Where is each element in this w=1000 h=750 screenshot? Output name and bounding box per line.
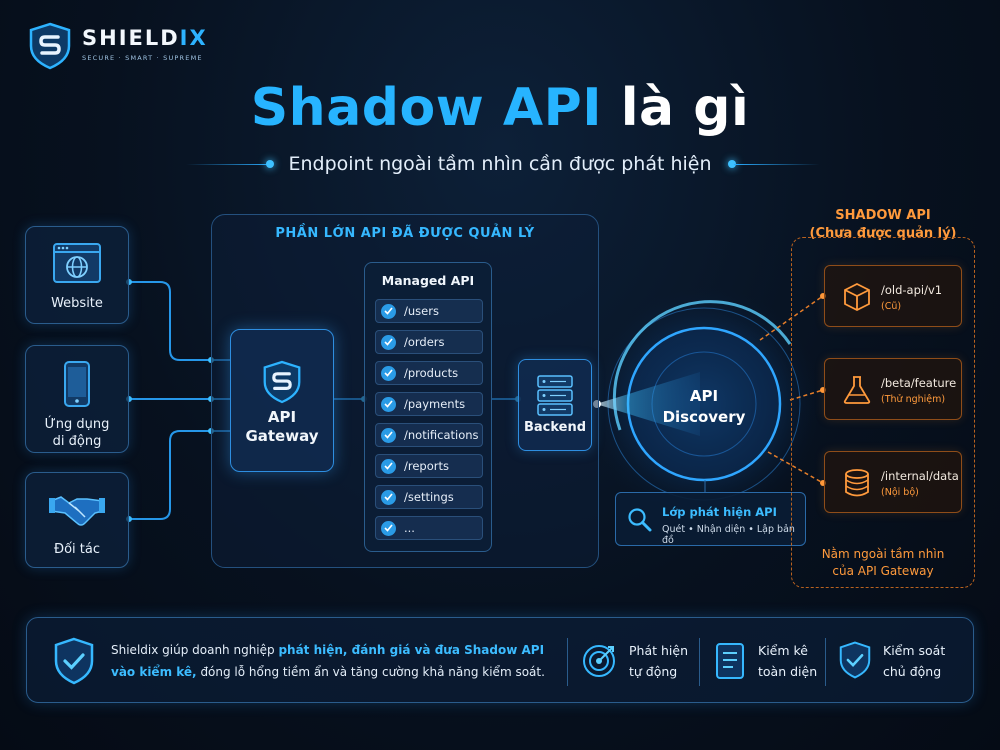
client-website: Website (25, 226, 129, 324)
discovery-beam (596, 372, 700, 436)
connector-shadow-3 (767, 451, 824, 484)
api-endpoint-item: /settings (375, 485, 483, 509)
summary-panel: Shieldix giúp doanh nghiệp phát hiện, đá… (26, 617, 974, 703)
shadow-api-area (791, 237, 975, 588)
browser-globe-icon (53, 243, 101, 283)
check-icon (381, 303, 396, 319)
shield-check-icon (54, 637, 94, 685)
check-icon (381, 458, 396, 474)
feature-full-inventory: Kiểm kê toàn diện (758, 643, 818, 679)
client-partner: Đối tác (25, 472, 129, 568)
server-icon (537, 375, 573, 416)
client-label: Ứng dụng (44, 417, 110, 432)
cube-icon (844, 282, 870, 312)
check-icon (381, 334, 396, 350)
page-title: Shadow API là gì (250, 78, 750, 138)
api-endpoint-item: /payments (375, 392, 483, 416)
backend-label: Backend (523, 420, 587, 435)
check-icon (381, 396, 396, 412)
mobile-phone-icon (64, 361, 90, 407)
gateway-label: Gateway (245, 427, 319, 445)
shadow-api-item: /internal/data (Nội bộ) (824, 451, 962, 513)
detection-layer-box: Lớp phát hiện API Quét • Nhận diện • Lập… (615, 492, 806, 546)
detection-subtitle: Quét • Nhận diện • Lập bản đồ (662, 524, 795, 546)
client-mobile: Ứng dụng di động (25, 345, 129, 453)
divider (699, 638, 700, 686)
subtitle-dot-right (728, 160, 736, 168)
subtitle-line-right (734, 164, 820, 165)
client-label: Đối tác (54, 542, 100, 557)
shadow-api-item: /old-api/v1 (Cũ) (824, 265, 962, 327)
gateway-label: API (267, 408, 297, 426)
api-endpoint-item: /reports (375, 454, 483, 478)
api-endpoint-item: /orders (375, 330, 483, 354)
feature-active-control: Kiểm soát chủ động (883, 643, 946, 679)
shield-logo-icon (29, 22, 71, 70)
client-label: Website (51, 296, 103, 311)
handshake-icon (49, 496, 105, 526)
page-subtitle: Endpoint ngoài tầm nhìn cần được phát hi… (288, 153, 712, 175)
brand-tagline: SECURE · SMART · SUPREME (82, 54, 203, 62)
flask-icon (843, 376, 871, 404)
detection-title: Lớp phát hiện API (662, 505, 777, 519)
brand-name: SHIELDIX (82, 26, 208, 50)
target-icon (583, 645, 615, 677)
shadow-api-path: /internal/data (881, 469, 959, 483)
api-endpoint-item: /notifications (375, 423, 483, 447)
subtitle-line-left (186, 164, 272, 165)
api-gateway: API Gateway (230, 329, 334, 472)
check-icon (381, 489, 396, 505)
connector-partner (129, 430, 230, 520)
managed-api-list-title: Managed API (381, 273, 475, 288)
api-endpoint-item: /users (375, 299, 483, 323)
document-list-icon (716, 643, 744, 679)
managed-api-list: Managed API /users /orders /products /pa… (364, 262, 492, 552)
check-icon (381, 427, 396, 443)
api-discovery: API Discovery (662, 387, 746, 426)
api-endpoint-item: ... (375, 516, 483, 540)
shield-logo-icon (263, 360, 301, 404)
managed-area-title: PHẦN LỚN API ĐÃ ĐƯỢC QUẢN LÝ (275, 226, 535, 241)
check-icon (381, 520, 396, 536)
api-endpoint-item: /products (375, 361, 483, 385)
shadow-api-note: (Thử nghiệm) (881, 394, 946, 405)
feature-auto-detect: Phát hiện tự động (629, 643, 689, 679)
divider (825, 638, 826, 686)
connector-website (129, 281, 230, 361)
divider (567, 638, 568, 686)
shadow-api-item: /beta/feature (Thử nghiệm) (824, 358, 962, 420)
backend-server: Backend (518, 359, 592, 451)
shield-check-icon (839, 641, 871, 679)
database-icon (845, 469, 869, 497)
shadow-api-note: (Cũ) (881, 301, 902, 312)
connector-shadow-2 (789, 389, 824, 401)
subtitle-dot-left (266, 160, 274, 168)
shadow-api-footnote: Nằm ngoài tầm nhìn của API Gateway (821, 547, 945, 578)
shadow-api-path: /beta/feature (881, 376, 957, 390)
shadow-api-note: (Nội bộ) (881, 487, 919, 498)
brand-logo: SHIELDIX SECURE · SMART · SUPREME (28, 22, 228, 72)
check-icon (381, 365, 396, 381)
summary-text: Shieldix giúp doanh nghiệp phát hiện, đá… (111, 643, 545, 679)
shadow-api-path: /old-api/v1 (881, 283, 943, 297)
magnifier-icon (628, 508, 652, 532)
client-label: di động (52, 434, 102, 449)
